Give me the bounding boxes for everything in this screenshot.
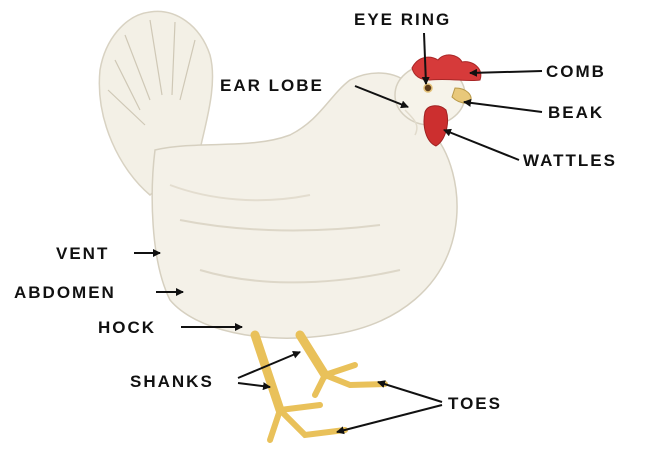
arrow-toes-upper: [378, 382, 442, 402]
label-eye-ring: EYE RING: [354, 10, 451, 30]
label-shanks: SHANKS: [130, 372, 214, 392]
arrow-wattles: [444, 130, 519, 160]
label-toes: TOES: [448, 394, 502, 414]
toes-shape: [270, 365, 385, 440]
comb-shape: [412, 55, 481, 81]
arrow-toes-lower: [337, 405, 442, 432]
legs: [255, 335, 325, 410]
label-abdomen: ABDOMEN: [14, 283, 116, 303]
label-ear-lobe: EAR LOBE: [220, 76, 324, 96]
arrow-comb: [470, 71, 542, 73]
label-hock: HOCK: [98, 318, 156, 338]
label-beak: BEAK: [548, 103, 604, 123]
eye-shape: [424, 84, 432, 92]
label-wattles: WATTLES: [523, 151, 617, 171]
arrow-shanks-lower: [238, 383, 270, 387]
arrow-beak: [464, 102, 542, 112]
label-comb: COMB: [546, 62, 606, 82]
label-vent: VENT: [56, 244, 109, 264]
